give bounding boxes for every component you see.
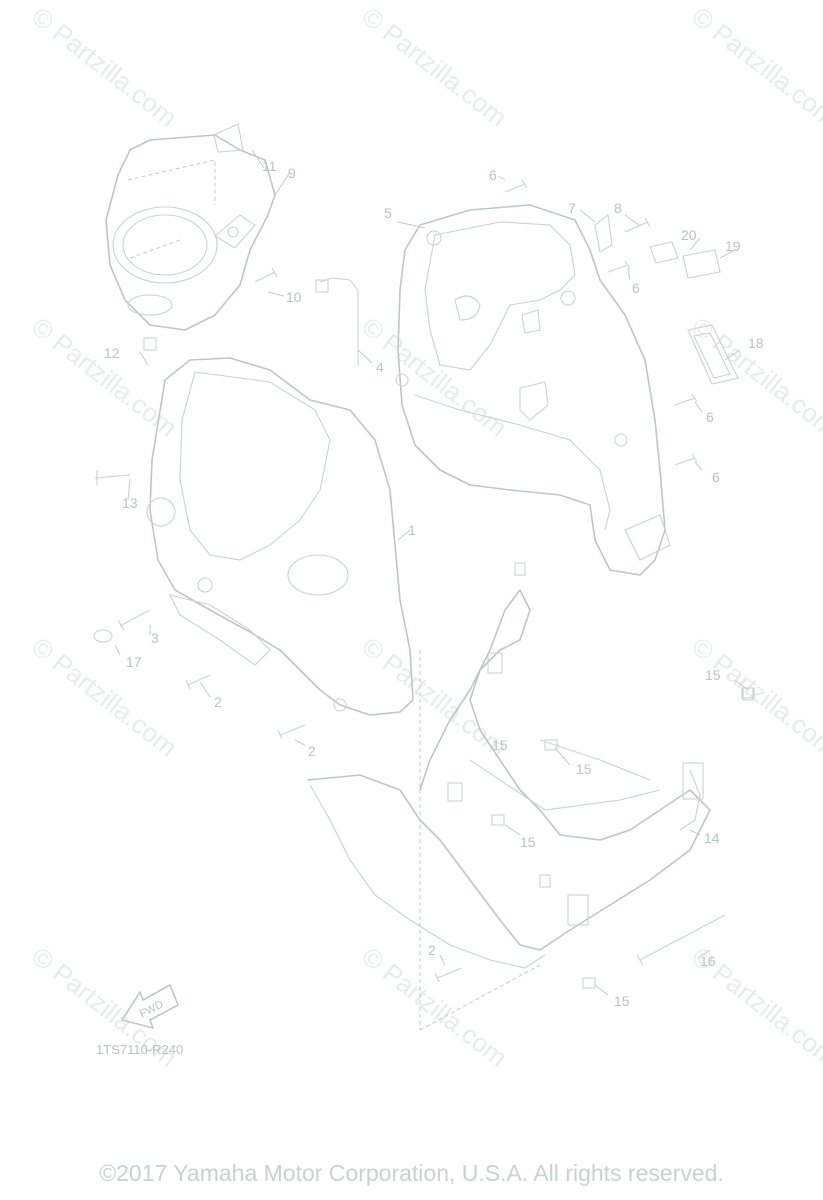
watermark: © Partzilla.com — [356, 1, 513, 133]
callout-1: 1 — [408, 522, 416, 538]
copyright-notice: ©2017 Yamaha Motor Corporation, U.S.A. A… — [99, 1160, 724, 1186]
callout-19: 19 — [725, 238, 741, 254]
callout-6: 6 — [489, 167, 497, 183]
watermark-layer: © Partzilla.com © Partzilla.com © Partzi… — [26, 1, 823, 1073]
callout-3: 3 — [151, 630, 159, 646]
callout-15: 15 — [614, 993, 630, 1009]
callout-15: 15 — [492, 737, 508, 753]
callout-8: 8 — [614, 200, 622, 216]
callout-6: 6 — [706, 409, 714, 425]
callout-20: 20 — [681, 227, 697, 243]
part-5-inner-cover — [395, 204, 671, 576]
callout-16: 16 — [700, 953, 716, 969]
part-9-headlight-cover — [105, 123, 276, 351]
callout-10: 10 — [286, 289, 302, 305]
fwd-label: FWD — [138, 998, 166, 1020]
callout-9: 9 — [288, 165, 296, 181]
callout-2: 2 — [214, 694, 222, 710]
leader-lines — [114, 149, 749, 996]
callout-14: 14 — [704, 830, 720, 846]
callouts: 1 2 2 2 3 4 5 6 6 6 6 7 8 9 10 11 12 13 … — [104, 158, 764, 1009]
callout-7: 7 — [568, 200, 576, 216]
part-1-front-cover — [146, 357, 414, 716]
watermark: © Partzilla.com — [26, 631, 183, 763]
part-14-under-cover — [307, 562, 754, 969]
fwd-arrow-icon: FWD — [121, 984, 179, 1029]
callout-17: 17 — [126, 654, 142, 670]
callout-6: 6 — [632, 280, 640, 296]
callout-15: 15 — [705, 667, 721, 683]
watermark: © Partzilla.com — [26, 1, 183, 133]
callout-2: 2 — [428, 942, 436, 958]
callout-18: 18 — [748, 335, 764, 351]
callout-4: 4 — [376, 359, 384, 375]
centerline — [419, 964, 541, 1031]
watermark: © Partzilla.com — [686, 1, 823, 133]
callout-13: 13 — [122, 495, 138, 511]
watermark: © Partzilla.com — [686, 631, 823, 763]
small-parts — [93, 179, 755, 989]
watermark: © Partzilla.com — [356, 941, 513, 1073]
callout-2: 2 — [308, 743, 316, 759]
callout-5: 5 — [384, 205, 392, 221]
callout-15: 15 — [520, 834, 536, 850]
callout-15: 15 — [576, 761, 592, 777]
watermark: © Partzilla.com — [26, 311, 183, 443]
diagram-code: 1TS7110-R240 — [96, 1042, 183, 1057]
watermark: © Partzilla.com — [356, 311, 513, 443]
callout-12: 12 — [104, 345, 120, 361]
callout-11: 11 — [262, 158, 277, 174]
callout-6: 6 — [712, 469, 720, 485]
